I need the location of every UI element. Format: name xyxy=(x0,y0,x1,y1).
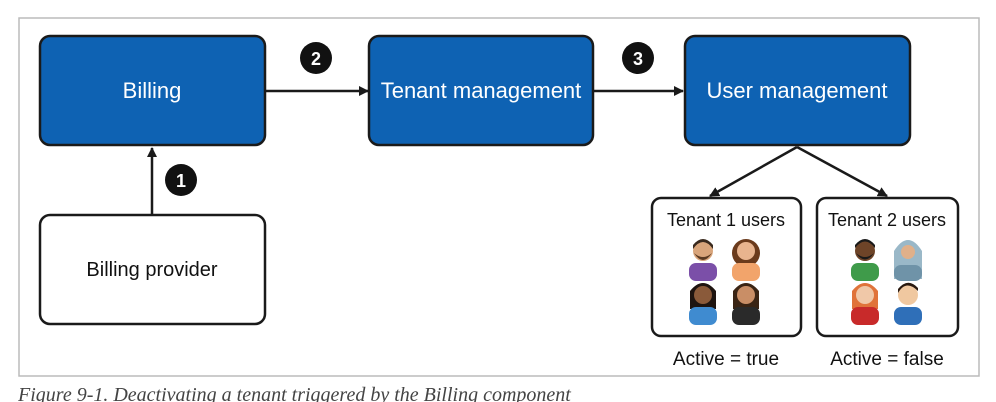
woman-avatar-icon xyxy=(732,283,760,325)
user-management-label: User management xyxy=(707,78,888,103)
woman-avatar-icon xyxy=(689,283,717,325)
tenant2-users-card: Tenant 2 users xyxy=(815,196,960,338)
tenant1-users-card: Tenant 1 users xyxy=(650,196,803,338)
billing-box: Billing xyxy=(38,34,267,147)
user-management-box: User management xyxy=(683,34,912,147)
step-badge-3-number: 3 xyxy=(633,49,643,69)
tenant1-status: Active = true xyxy=(673,349,779,370)
step-badge-1: 1 xyxy=(165,164,197,196)
step-badge-1-number: 1 xyxy=(176,171,186,191)
tenant2-title: Tenant 2 users xyxy=(828,210,946,230)
diagram-frame xyxy=(18,17,980,377)
step-badge-2-number: 2 xyxy=(311,49,321,69)
arrow-user-management-to-tenant1 xyxy=(709,145,798,198)
step-badge-3: 3 xyxy=(622,42,654,74)
tenant-management-label: Tenant management xyxy=(381,78,582,103)
billing-provider-label: Billing provider xyxy=(86,259,218,281)
figure-caption: Figure 9-1. Deactivating a tenant trigge… xyxy=(18,384,571,402)
billing-label: Billing xyxy=(123,78,182,103)
red-hair-woman-avatar-icon xyxy=(851,283,879,325)
curly-woman-avatar-icon xyxy=(732,239,760,281)
billing-provider-box: Billing provider xyxy=(38,213,267,326)
hijab-woman-avatar-icon xyxy=(894,240,922,281)
bearded-man-avatar-icon xyxy=(689,239,717,281)
tenant-deactivation-diagram: Billing Tenant management User managemen… xyxy=(18,17,980,377)
tenant1-title: Tenant 1 users xyxy=(667,210,785,230)
bearded-man-avatar-icon xyxy=(851,239,879,281)
tenant-management-box: Tenant management xyxy=(367,34,595,147)
step-badge-2: 2 xyxy=(300,42,332,74)
man-avatar-icon xyxy=(894,282,922,325)
tenant2-status: Active = false xyxy=(830,349,944,370)
arrow-user-management-to-tenant2 xyxy=(796,145,888,198)
